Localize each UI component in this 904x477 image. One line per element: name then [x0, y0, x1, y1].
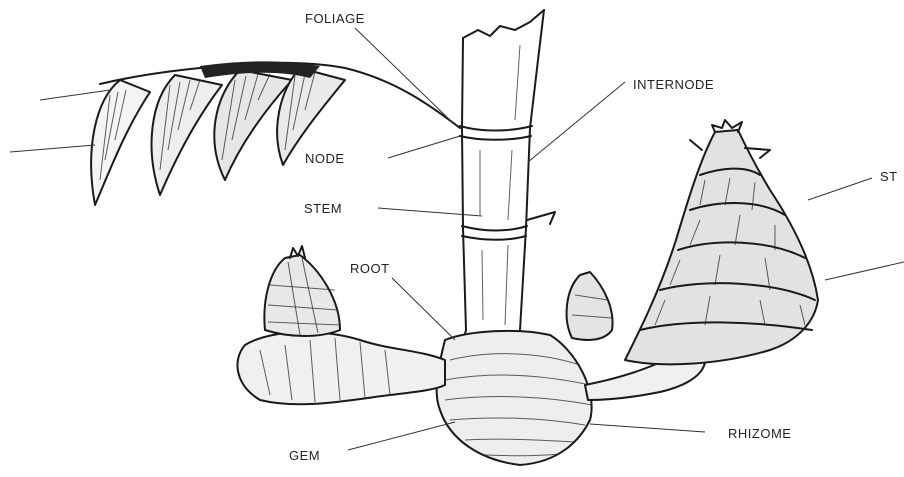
shoot-lower-leader	[825, 262, 904, 280]
label-node: NODE	[305, 151, 345, 166]
small-bud	[567, 272, 613, 340]
label-internode: INTERNODE	[633, 77, 714, 92]
label-rhizome: RHIZOME	[728, 426, 791, 441]
rhizome-leader	[590, 424, 705, 432]
gem-leader	[348, 422, 455, 450]
large-shoot	[625, 120, 818, 364]
leaf-spray	[10, 61, 460, 205]
label-gem: GEM	[289, 448, 320, 463]
label-stem: STEM	[304, 201, 342, 216]
label-root: ROOT	[350, 261, 390, 276]
left-shoot	[264, 246, 340, 336]
label-foliage: FOLIAGE	[305, 11, 365, 26]
stem-leader	[378, 208, 482, 216]
internode-leader	[528, 82, 625, 162]
label-shoot-partial: ST	[880, 169, 898, 184]
main-culm	[460, 10, 555, 345]
shoot-leader	[808, 178, 872, 200]
node-leader	[388, 136, 460, 158]
root-leader	[392, 278, 455, 340]
